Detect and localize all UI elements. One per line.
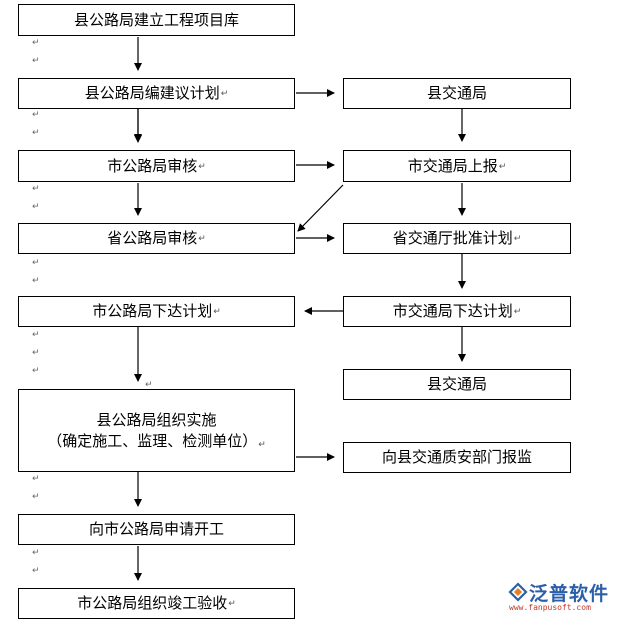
node-apply-start: 向市公路局申请开工	[18, 514, 295, 545]
return-mark: ↵	[513, 307, 522, 318]
logo-url: www.fanpusoft.com	[509, 603, 591, 612]
paragraph-mark: ↵	[32, 38, 40, 48]
paragraph-mark: ↵	[32, 258, 40, 268]
paragraph-mark: ↵	[32, 566, 40, 576]
paragraph-mark: ↵	[32, 366, 40, 376]
paragraph-mark: ↵	[32, 276, 40, 286]
paragraph-mark: ↵	[32, 56, 40, 66]
paragraph-mark: ↵	[32, 128, 40, 138]
node-label: 县公路局组织实施	[96, 411, 217, 430]
paragraph-mark: ↵	[32, 492, 40, 502]
node-label: 县交通局	[426, 375, 487, 394]
node-county-transport-1: 县交通局	[343, 78, 571, 109]
logo-name: 泛普软件	[529, 583, 610, 605]
node-label: 县交通局	[426, 84, 487, 103]
paragraph-mark: ↵	[32, 330, 40, 340]
return-mark: ↵	[498, 161, 507, 172]
paragraph-mark: ↵	[32, 184, 40, 194]
node-county-implement: 县公路局组织实施 （确定施工、监理、检测单位）↵	[18, 389, 295, 472]
node-label: 市公路局组织竣工验收	[77, 594, 228, 613]
node-label: 市交通局上报	[407, 156, 498, 175]
node-label: 省公路局审核	[107, 229, 198, 248]
node-province-approve: 省交通厅批准计划↵	[343, 223, 571, 254]
node-province-review: 省公路局审核↵	[18, 223, 295, 254]
node-city-issue: 市公路局下达计划↵	[18, 296, 295, 327]
node-label: 市交通局下达计划	[392, 302, 513, 321]
fanpu-logo-icon	[508, 582, 528, 602]
return-mark: ↵	[220, 89, 229, 100]
node-label: 向市公路局申请开工	[88, 520, 224, 539]
node-city-transport-report: 市交通局上报↵	[343, 150, 571, 182]
return-mark: ↵	[198, 234, 206, 245]
node-city-transport-issue: 市交通局下达计划↵	[343, 296, 571, 327]
paragraph-mark: ↵	[145, 380, 153, 390]
node-label: 省交通厅批准计划	[392, 229, 513, 248]
node-label: 市公路局下达计划	[92, 302, 213, 321]
paragraph-mark: ↵	[32, 548, 40, 558]
node-city-review: 市公路局审核↵	[18, 150, 295, 182]
return-mark: ↵	[513, 234, 522, 245]
node-county-plan: 县公路局编建议计划↵	[18, 78, 295, 109]
paragraph-mark: ↵	[32, 348, 40, 358]
node-label: 向县交通质安部门报监	[381, 448, 532, 467]
node-county-transport-2: 县交通局	[343, 369, 571, 400]
node-label: 市公路局审核	[107, 156, 198, 175]
node-label: 县公路局建立工程项目库	[73, 10, 239, 29]
node-label: （确定施工、监理、检测单位）	[47, 431, 258, 450]
return-mark: ↵	[258, 439, 266, 450]
node-county-project-db: 县公路局建立工程项目库	[18, 4, 295, 36]
node-report-quality: 向县交通质安部门报监	[343, 442, 571, 473]
return-mark: ↵	[213, 307, 221, 318]
paragraph-mark: ↵	[32, 474, 40, 484]
node-label: 县公路局编建议计划	[84, 84, 220, 103]
node-city-acceptance: 市公路局组织竣工验收↵	[18, 588, 295, 619]
return-mark: ↵	[228, 599, 236, 610]
paragraph-mark: ↵	[32, 110, 40, 120]
return-mark: ↵	[198, 161, 206, 172]
paragraph-mark: ↵	[32, 202, 40, 212]
